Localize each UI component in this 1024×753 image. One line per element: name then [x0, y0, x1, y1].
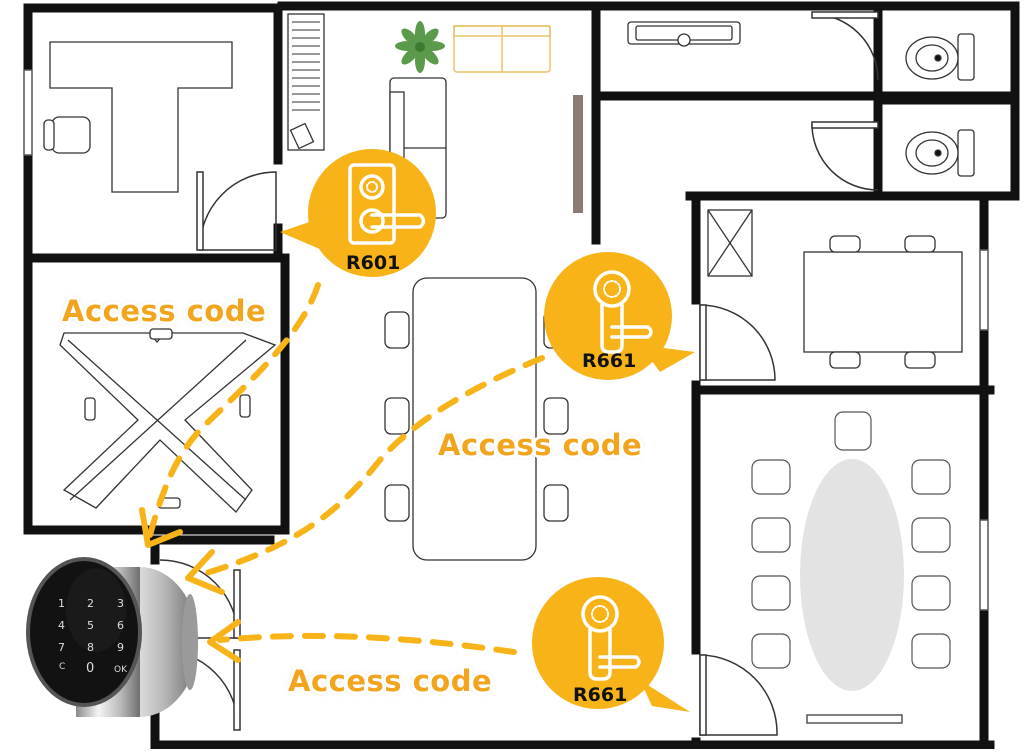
keypad-key[interactable]: 0 [86, 661, 95, 676]
access-code-label: Access code [288, 664, 493, 698]
keypad-lock-icon[interactable] [26, 557, 198, 717]
toilet-icon [905, 33, 975, 81]
flow-line-r661-bottom [217, 632, 517, 655]
flow-arrowheads [139, 507, 241, 663]
door-lever-lock-icon [581, 595, 641, 681]
furniture [43, 13, 975, 691]
sofa-outline [453, 25, 551, 73]
doors [159, 11, 879, 736]
keypad-key[interactable]: 4 [58, 619, 65, 632]
keypad-key[interactable]: 1 [58, 597, 65, 610]
flow-line-r661-top [197, 355, 545, 578]
flow-line-r601 [147, 282, 321, 538]
lock-bubble-r661-top[interactable] [544, 252, 695, 380]
access-code-label: Access code [438, 428, 643, 462]
plant-icon [395, 21, 445, 73]
door-lever-lock-icon [593, 270, 653, 354]
keypad-key[interactable]: 5 [87, 619, 94, 632]
keypad-key[interactable]: 7 [58, 641, 65, 654]
lock-bubble-r661-bottom[interactable] [532, 577, 690, 712]
access-flow-lines [147, 282, 545, 655]
windows [23, 69, 989, 724]
keypad-key[interactable]: OK [114, 665, 127, 675]
keypad-key[interactable]: 3 [117, 597, 124, 610]
door-lever-lock-icon [348, 163, 426, 245]
keypad-key[interactable]: 9 [117, 641, 124, 654]
room-code-r601: R601 [346, 252, 401, 274]
room-code-r661-top: R661 [582, 350, 637, 372]
keypad-key[interactable]: 6 [117, 619, 124, 632]
keypad-key[interactable]: 2 [87, 597, 94, 610]
walls [23, 1, 1020, 750]
access-code-label: Access code [62, 294, 267, 328]
keypad-key[interactable]: C [59, 662, 66, 672]
lock-bubble-r601[interactable] [280, 149, 436, 277]
room-code-r661-bottom: R661 [573, 684, 628, 706]
toilet-icon [905, 129, 975, 177]
keypad-key[interactable]: 8 [87, 641, 94, 654]
